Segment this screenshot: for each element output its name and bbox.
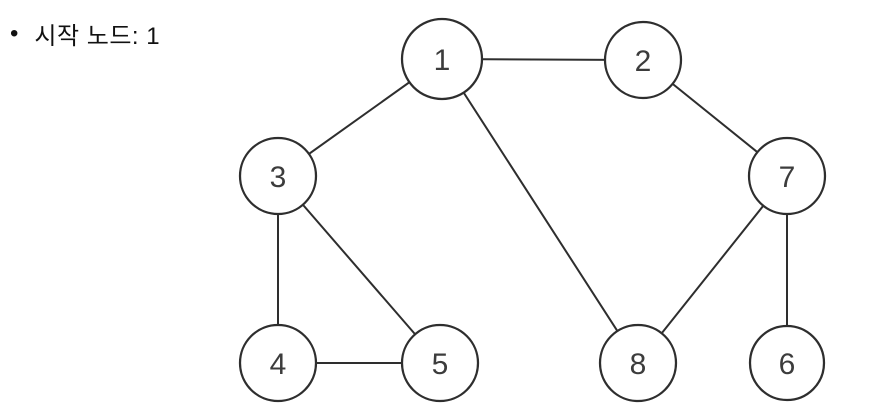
graph-node-7 bbox=[747, 136, 827, 216]
bullet-icon: • bbox=[10, 19, 19, 47]
graph-node-6 bbox=[748, 324, 826, 402]
graph-node-1 bbox=[400, 17, 484, 101]
graph-node-4 bbox=[238, 323, 318, 403]
graph-node-8 bbox=[598, 323, 678, 403]
graph-edge-3-5 bbox=[277, 175, 441, 364]
graph-node-label-3: 3 bbox=[270, 161, 287, 194]
graph-node-5 bbox=[400, 323, 480, 403]
graph-node-3 bbox=[238, 136, 318, 216]
graph-node-label-2: 2 bbox=[635, 45, 652, 78]
start-node-note-text: 시작 노드: 1 bbox=[34, 23, 161, 50]
graph-edge-7-8 bbox=[637, 175, 788, 364]
graph-node-label-8: 8 bbox=[630, 348, 647, 381]
graph-node-label-7: 7 bbox=[779, 161, 796, 194]
start-node-note: • 시작 노드: 1 bbox=[10, 16, 160, 51]
graph-edge-1-8 bbox=[441, 58, 639, 364]
graph-node-label-6: 6 bbox=[779, 348, 796, 381]
graph-node-2 bbox=[603, 20, 683, 100]
graph-node-label-4: 4 bbox=[270, 348, 287, 381]
graph-node-label-1: 1 bbox=[434, 44, 451, 77]
graph-node-label-5: 5 bbox=[432, 348, 449, 381]
